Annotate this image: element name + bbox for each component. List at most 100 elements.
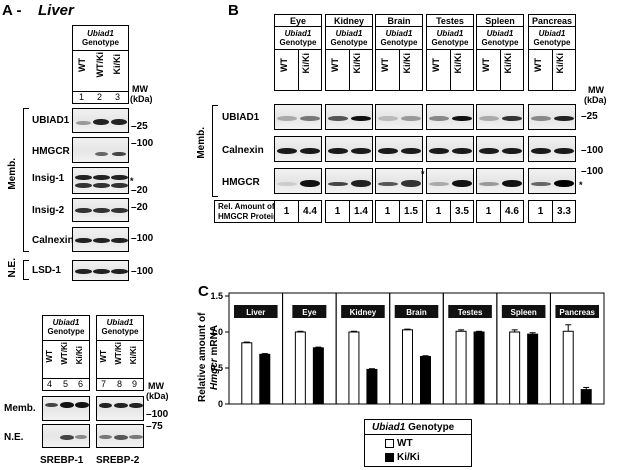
lower-marker-75: –75 — [146, 421, 163, 432]
panel-b-kda: (kDa) — [584, 95, 607, 105]
bar-wt-eye — [294, 331, 306, 405]
blot-lsd1 — [72, 260, 129, 281]
band — [328, 182, 348, 186]
genotype-label: Genotype — [533, 38, 571, 47]
legend-label-kiki: Ki/Ki — [397, 452, 420, 463]
category-label-kidney: Kidney — [350, 308, 377, 317]
band — [452, 180, 472, 187]
rel-value-wt-pancreas: 1 — [528, 200, 553, 223]
band — [300, 148, 320, 154]
panel-c-letter: C — [198, 283, 209, 300]
band — [479, 116, 499, 121]
memb-bracket — [23, 108, 29, 252]
row-label-lsd1: LSD-1 — [32, 265, 61, 276]
bar-kiki-pancreas — [580, 389, 592, 405]
srebp1-lane-box — [42, 340, 90, 379]
panel-a-genotype-header: Ubiad1 Genotype — [72, 25, 129, 51]
band — [401, 148, 421, 154]
bar-wt-testes — [455, 330, 467, 405]
lane-number-8: 8 — [117, 379, 123, 389]
band — [351, 148, 371, 154]
category-label-bg — [555, 305, 599, 318]
category-label-bg — [448, 305, 492, 318]
asterisk-a: * — [130, 176, 134, 186]
band — [328, 148, 348, 154]
gene-label: Ubiad1 — [87, 29, 114, 38]
blot-calnexin — [72, 227, 129, 252]
rel-value-kiki-kidney: 1.4 — [349, 200, 373, 223]
rel-value-kiki-spleen: 4.6 — [500, 200, 524, 223]
category-label-testes: Testes — [458, 308, 483, 317]
lane-label-box — [72, 50, 129, 92]
panel-b-memb-bracket — [212, 105, 218, 197]
lane-number-6: 6 — [78, 379, 84, 389]
blot-calnexin-brain — [375, 136, 423, 162]
category-label-bg — [292, 305, 327, 318]
row-label-hmgcr: HMGCR — [32, 146, 70, 157]
genotype-label: Genotype — [101, 327, 139, 336]
rel-value-kiki-testes: 3.5 — [450, 200, 474, 223]
panel-b-asterisk-brain: * — [421, 169, 425, 179]
blot-hmgcr-testes — [426, 168, 474, 194]
blot-srebp2-memb — [96, 396, 144, 421]
category-label-bg — [234, 305, 278, 318]
blot-calnexin-testes — [426, 136, 474, 162]
row-label-insig1: Insig-1 — [32, 173, 65, 184]
panel-a-letter: A - — [2, 2, 22, 19]
legend-label-wt: WT — [397, 438, 413, 449]
band — [502, 180, 522, 187]
marker-100-calnexin: –100 — [131, 233, 154, 244]
blot-calnexin-eye — [274, 136, 322, 162]
band — [328, 116, 348, 121]
panel-b-row-ubiad1: UBIAD1 — [222, 112, 260, 123]
legend-title-line — [364, 434, 472, 435]
band — [429, 148, 449, 154]
band — [531, 182, 551, 186]
lane-divider — [399, 49, 400, 91]
srebp2-number-box — [96, 378, 144, 391]
blot-calnexin-pancreas — [528, 136, 576, 162]
marker-100-lsd1: –100 — [131, 266, 154, 277]
bar-kiki-liver — [259, 353, 271, 405]
legend — [364, 419, 472, 467]
legend-swatch-wt — [385, 439, 394, 448]
category-label-liver: Liver — [246, 308, 265, 317]
kda-label: (kDa) — [130, 94, 153, 104]
marker-20-insig2: –20 — [131, 202, 148, 213]
panel-a-title: Liver — [38, 2, 74, 19]
blot-insig2 — [72, 198, 129, 222]
blot-hmgcr-kidney — [325, 168, 373, 194]
row-label-insig2: Insig-2 — [32, 205, 65, 216]
genotype-label: Genotype — [82, 38, 119, 47]
bar-kiki-kidney — [366, 368, 378, 405]
lane-number-1: 1 — [79, 92, 85, 102]
blot-hmgcr — [72, 137, 129, 163]
band — [401, 116, 421, 121]
lane-number-4: 4 — [47, 379, 53, 389]
rel-value-wt-eye: 1 — [274, 200, 299, 223]
rel-value-kiki-pancreas: 3.3 — [552, 200, 576, 223]
lower-mw-label: MW — [148, 381, 164, 391]
blot-calnexin-spleen — [476, 136, 524, 162]
panel-b-marker-100-hmgcr: –100 — [581, 166, 604, 177]
srebp2-label: SREBP-2 — [96, 455, 140, 466]
lane-number-box — [72, 91, 129, 104]
genotype-label: Genotype — [481, 38, 519, 47]
panel-b-row-calnexin: Calnexin — [222, 145, 264, 156]
bar-wt-pancreas — [562, 330, 574, 405]
blot-calnexin-kidney — [325, 136, 373, 162]
marker-25: –25 — [131, 121, 148, 132]
blot-ubiad1-pancreas — [528, 104, 576, 130]
band — [429, 116, 449, 121]
row-label-ubiad1: UBIAD1 — [32, 115, 70, 126]
srebp1-genotype-header: Ubiad1 Genotype — [42, 315, 90, 341]
ne-bracket — [23, 260, 29, 280]
band — [479, 148, 499, 154]
band — [378, 182, 398, 186]
bar-kiki-testes — [473, 331, 485, 405]
category-label-pancreas: Pancreas — [559, 308, 595, 317]
panel-b-marker-100-calnexin: –100 — [581, 145, 604, 156]
band — [378, 148, 398, 154]
